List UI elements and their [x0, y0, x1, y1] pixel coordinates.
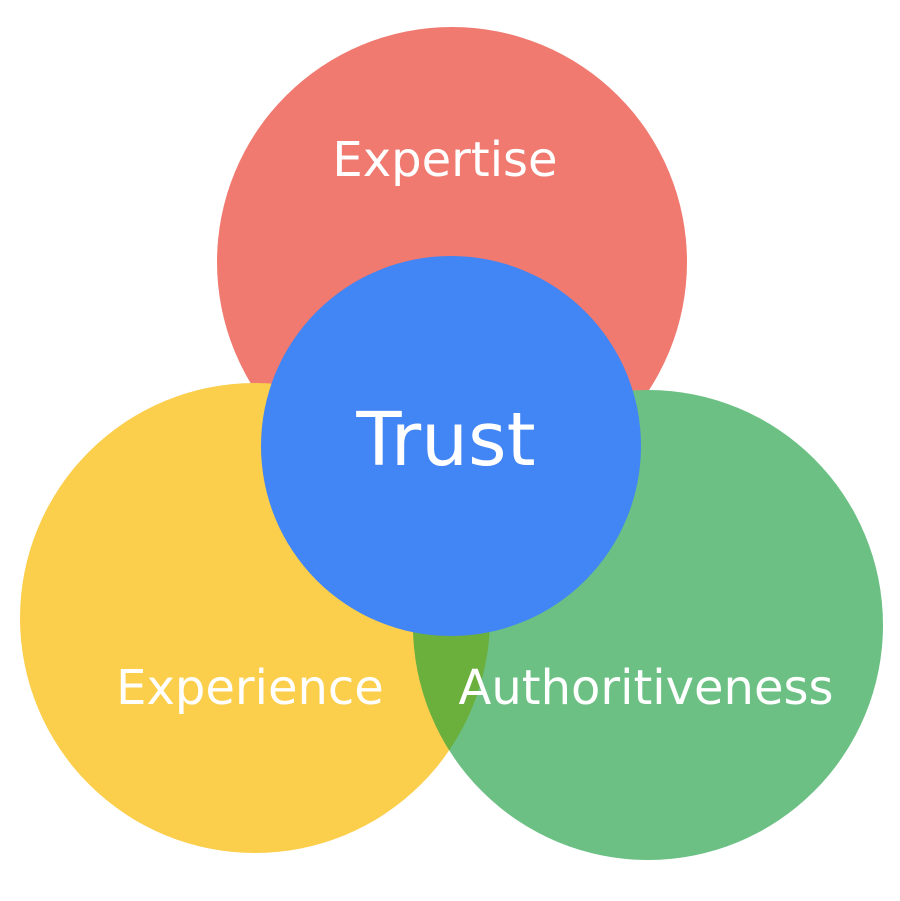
trust-label: Trust	[355, 397, 535, 483]
authoritiveness-label: Authoritiveness	[459, 660, 834, 716]
experience-label: Experience	[116, 660, 384, 716]
expertise-label: Expertise	[332, 132, 557, 188]
trust-circle	[261, 256, 641, 636]
